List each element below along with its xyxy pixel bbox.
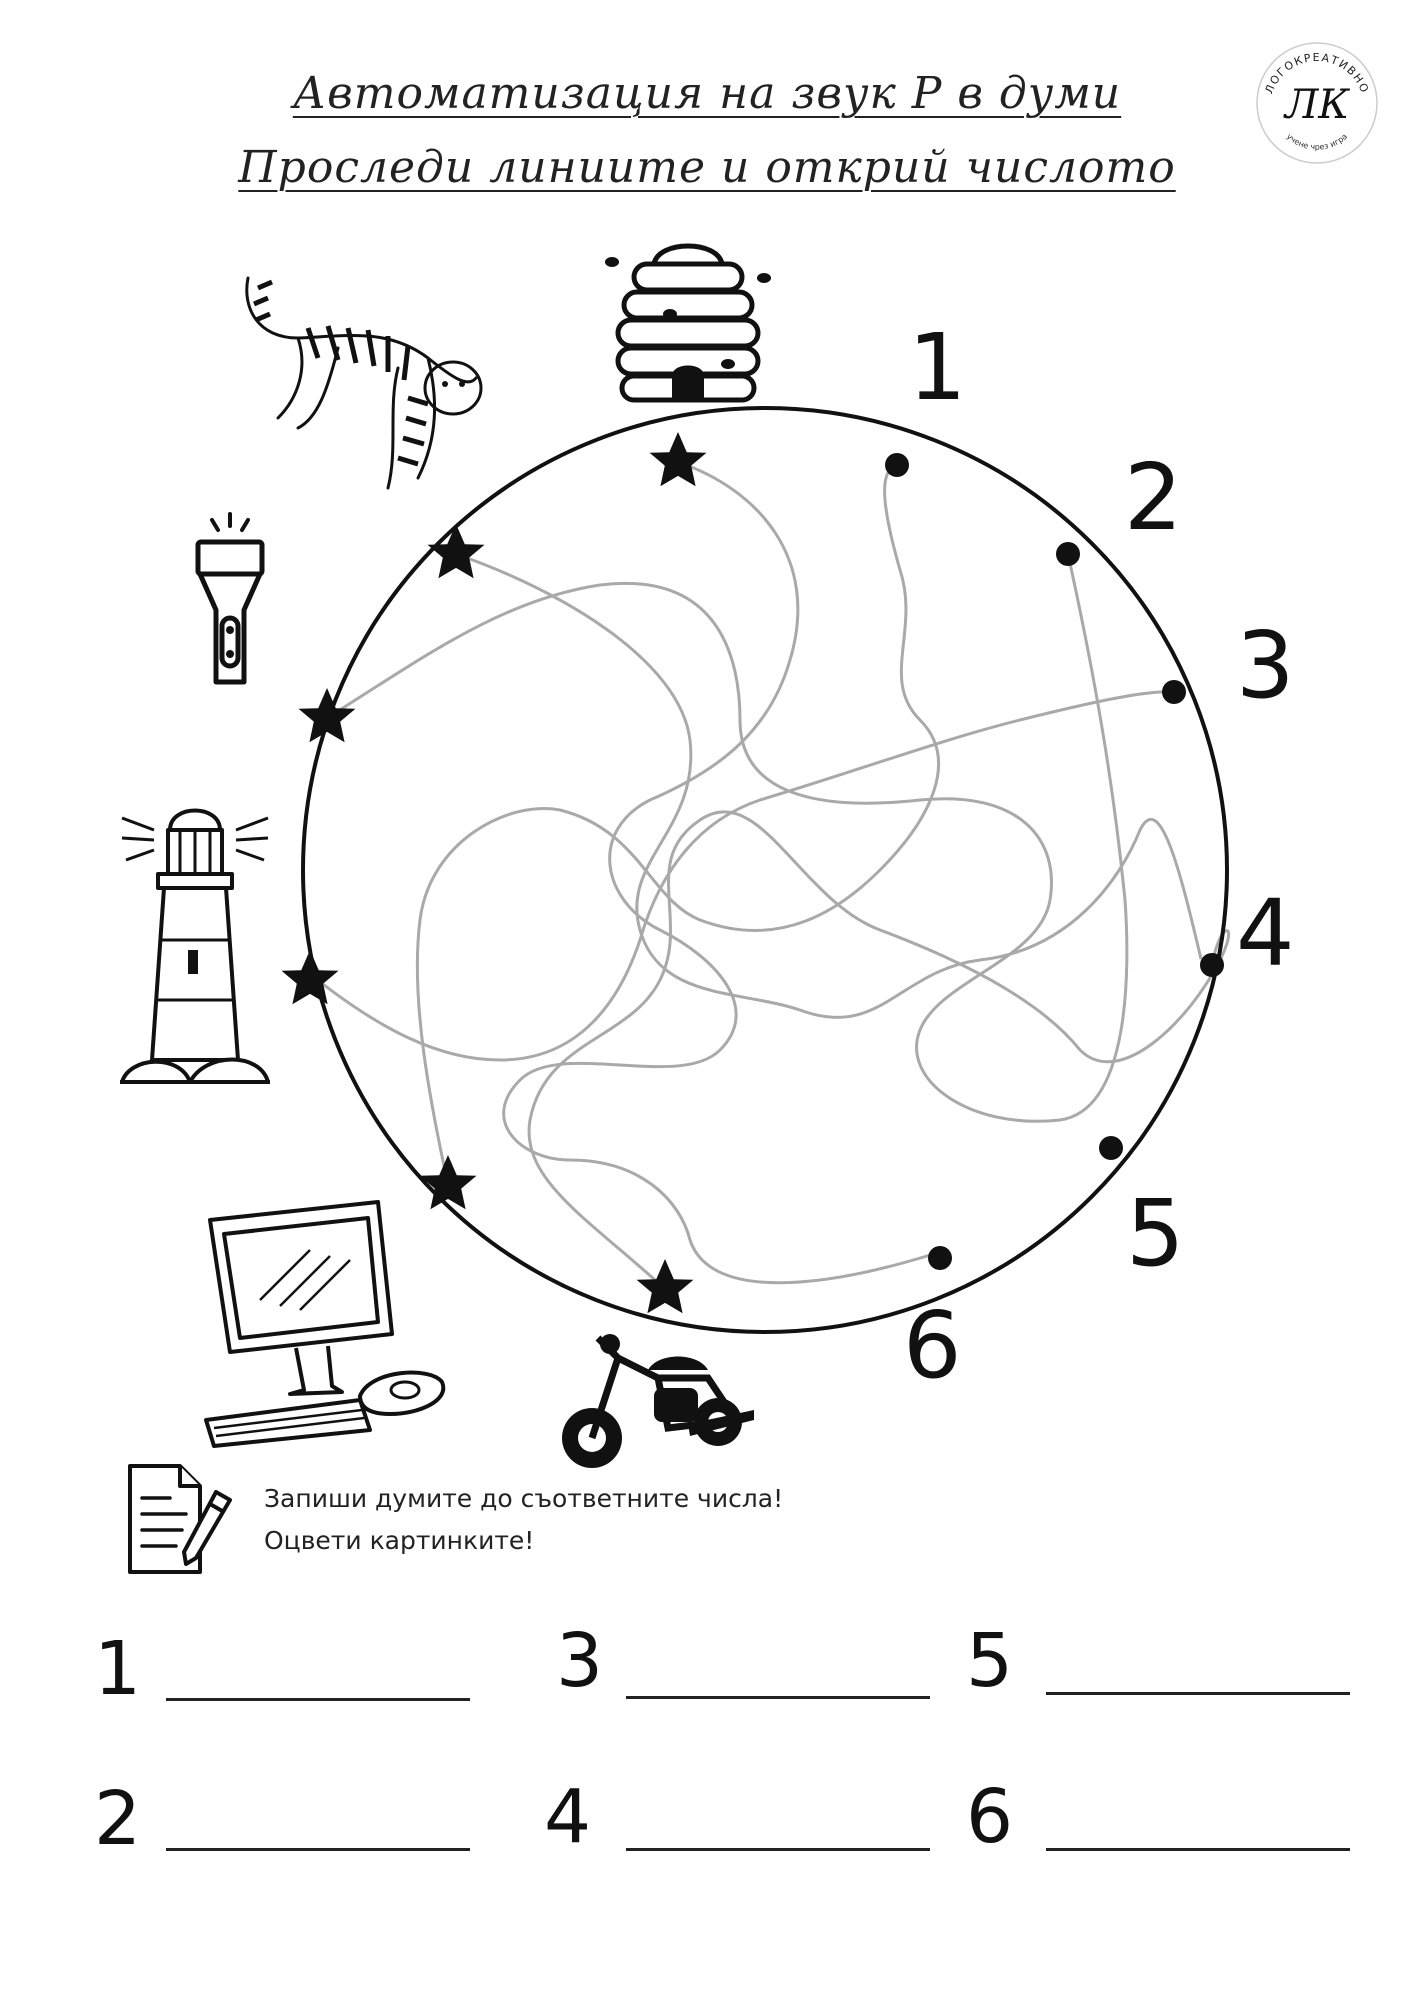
end-dots [885,453,1224,1270]
dot-4 [1200,953,1224,977]
answer-line-4[interactable] [626,1848,930,1851]
maze-path-computer[interactable] [415,463,940,1186]
maze-path-lighthouse[interactable] [309,690,1175,1062]
star-tiger [427,524,485,579]
star-computer [419,1155,477,1210]
maze-path-flashlight[interactable] [326,553,1129,1123]
circle-number-5: 5 [1126,1180,1185,1287]
star-beehive [649,432,707,487]
maze-path-tiger[interactable] [455,552,1203,1019]
maze-circle [301,406,1229,1334]
tiger-icon [245,276,483,490]
dot-3 [1162,680,1186,704]
answer-number-2: 2 [94,1776,142,1862]
logo-monogram: ЛК [1283,82,1350,128]
answer-line-3[interactable] [626,1696,930,1699]
maze-diagram [281,406,1230,1334]
instruction-color-pictures: Оцвети картинките! [264,1526,535,1555]
notepad-pencil-icon [128,1464,232,1574]
motorcycle-icon [562,1334,754,1468]
circle-number-4: 4 [1236,880,1295,987]
page-title: Автоматизация на звук Р в думи [292,68,1122,119]
answer-number-6: 6 [966,1774,1014,1860]
circle-number-2: 2 [1124,444,1183,551]
start-stars [281,432,707,1314]
answer-line-6[interactable] [1046,1848,1350,1851]
circle-number-3: 3 [1236,612,1295,719]
flashlight-icon [195,512,265,685]
dot-6 [928,1246,952,1270]
answer-number-3: 3 [556,1618,604,1704]
answer-line-2[interactable] [166,1848,470,1851]
maze-lines [309,460,1230,1291]
answer-line-5[interactable] [1046,1692,1350,1695]
maze-path-beehive[interactable] [502,460,941,1285]
answer-number-4: 4 [544,1774,592,1860]
computer-icon [204,1200,446,1448]
dot-5 [1099,1136,1123,1160]
logo: ЛОГОКРЕАТИВНО ЛК учене чрез игра [1256,42,1378,164]
instruction-write-words: Запиши думите до съответните числа! [264,1484,784,1513]
star-lighthouse [281,950,339,1005]
dot-2 [1056,542,1080,566]
circle-number-1: 1 [908,314,967,421]
answer-line-1[interactable] [166,1698,470,1701]
star-flashlight [298,688,356,743]
page-subtitle: Проследи линиите и открий числото [238,142,1176,193]
star-motorcycle [636,1259,694,1314]
circle-number-6: 6 [903,1292,962,1399]
answer-number-1: 1 [94,1626,142,1712]
dot-1 [885,453,909,477]
lighthouse-icon [120,808,270,1084]
maze-path-motorcycle[interactable] [527,810,1230,1291]
answer-number-5: 5 [966,1618,1014,1704]
beehive-icon [605,243,771,403]
